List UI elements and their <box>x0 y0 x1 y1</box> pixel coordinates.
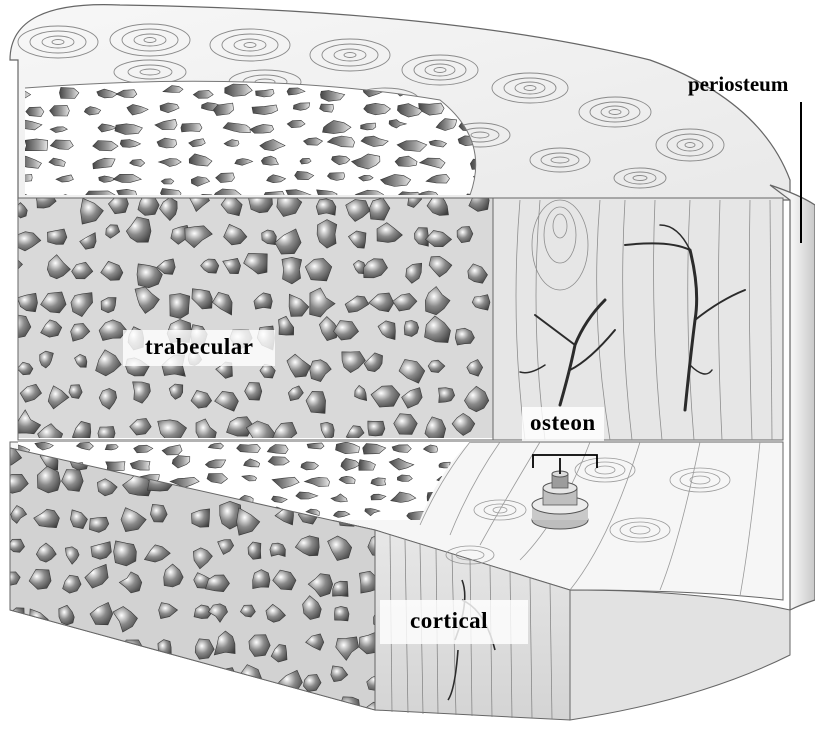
trabecular-pore <box>50 106 70 116</box>
trabecular-pore <box>397 475 412 482</box>
trabecular-pore <box>101 298 116 313</box>
osteon-label: osteon <box>522 407 604 441</box>
cortical-label: cortical <box>380 600 528 644</box>
trabecular-face <box>8 186 493 448</box>
trabecular-pore <box>146 707 164 726</box>
trabecular-pore <box>7 608 24 626</box>
trabecular-pore <box>72 638 91 663</box>
trabecular-pore <box>274 703 288 721</box>
trabecular-pore <box>316 199 336 216</box>
trabecular-pore <box>35 705 61 730</box>
trabecular-pore <box>9 669 38 691</box>
trabecular-pore <box>137 674 152 689</box>
trabecular-pore <box>223 700 237 717</box>
trabecular-pore <box>0 636 16 653</box>
trabecular-pore <box>97 669 115 689</box>
trabecular-pore <box>253 570 270 589</box>
trabecular-pore <box>1 698 21 717</box>
trabecular-pore <box>29 660 56 683</box>
trabecular-pore <box>98 426 115 441</box>
trabecular-pore <box>335 606 350 621</box>
trabecular-pore <box>321 422 335 441</box>
trabecular-pore <box>237 444 261 452</box>
trabecular-pore <box>46 635 58 653</box>
trabecular-pore <box>247 695 268 716</box>
trabecular-pore <box>340 697 360 721</box>
trabecular-pore <box>195 701 213 729</box>
trabecular-pore <box>106 462 125 471</box>
trabecular-pore <box>92 709 117 727</box>
trabecular-pore <box>67 670 85 689</box>
trabecular-pore <box>368 421 385 436</box>
trabecular-pore <box>114 541 137 566</box>
trabecular-pore <box>170 294 190 319</box>
trabecular-pore <box>181 124 202 132</box>
trabecular-pore <box>25 139 48 151</box>
trabecular-pore <box>189 672 207 688</box>
trabecular-pore <box>59 708 75 726</box>
trabecular-pore <box>290 696 321 722</box>
trabecular-pore <box>148 670 170 693</box>
lower-curved-face <box>570 590 790 720</box>
trabecular-pore <box>100 641 118 660</box>
periosteum-label: periosteum <box>688 72 788 97</box>
trabecular-pore <box>333 581 349 596</box>
trabecular-pore <box>307 443 324 449</box>
trabecular-pore <box>270 543 286 557</box>
trabecular-label: trabecular <box>123 330 275 366</box>
trabecular-pore <box>126 701 150 724</box>
